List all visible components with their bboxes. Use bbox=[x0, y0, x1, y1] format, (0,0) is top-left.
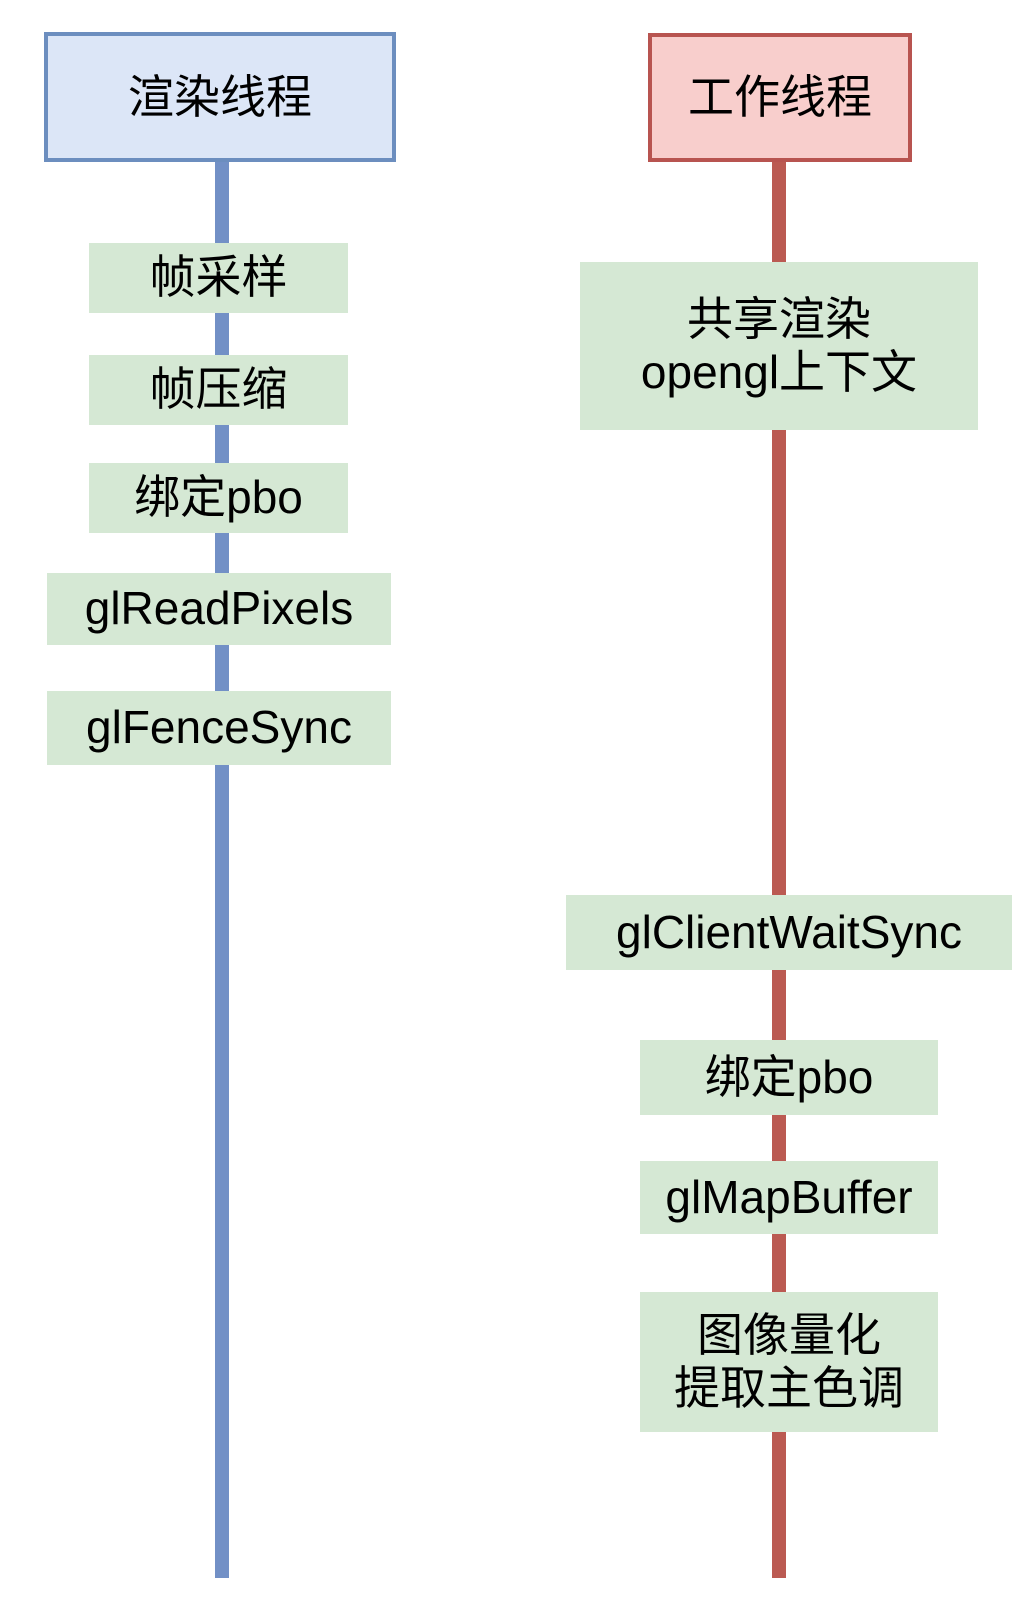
render-step-frame-compression: 帧压缩 bbox=[89, 355, 348, 425]
worker-step-bind-pbo: 绑定pbo bbox=[640, 1040, 938, 1115]
render-step-glreadpixels: glReadPixels bbox=[47, 573, 391, 645]
worker-step-glmapbuffer: glMapBuffer bbox=[640, 1161, 938, 1234]
render-thread-header: 渲染线程 bbox=[44, 32, 396, 162]
worker-step-shared-opengl-context: 共享渲染 opengl上下文 bbox=[580, 262, 978, 430]
worker-thread-header: 工作线程 bbox=[648, 33, 912, 162]
worker-step-image-quantization: 图像量化 提取主色调 bbox=[640, 1292, 938, 1432]
worker-step-glclientwaitsync: glClientWaitSync bbox=[566, 895, 1012, 970]
render-step-frame-sampling: 帧采样 bbox=[89, 243, 348, 313]
render-step-glfencesync: glFenceSync bbox=[47, 691, 391, 765]
render-step-bind-pbo: 绑定pbo bbox=[89, 463, 348, 533]
